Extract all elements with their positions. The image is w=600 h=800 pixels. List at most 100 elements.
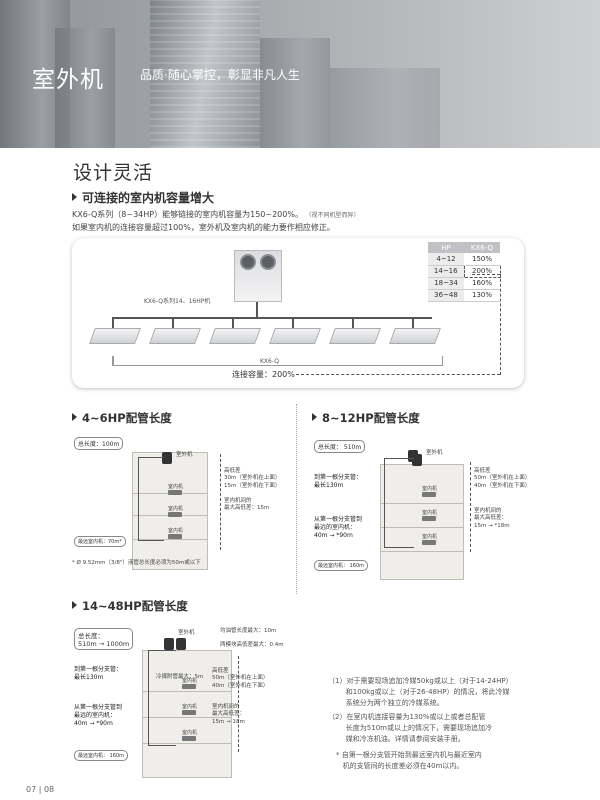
d2-title: 8~12HP配管长度 <box>312 410 420 426</box>
indoor-label: 室内机 <box>168 506 184 512</box>
branch-farthest: 从第一根分支管到 最远的室内机： 40m → *90m <box>314 516 363 540</box>
indoor-unit-icon <box>422 492 436 497</box>
indoor-label: 室内机 <box>182 678 198 684</box>
first-branch: 到第一根分支管： 最长130m <box>314 474 363 490</box>
capacity-diagram: KX6-Q系列14、16HP机 KX6-Q 连接容量：200% HP KX6-Q… <box>72 238 524 388</box>
bracket <box>112 365 442 366</box>
pipe <box>256 302 258 318</box>
farthest-unit: 最远室内机： 160m <box>314 560 369 571</box>
divider <box>296 404 297 594</box>
description-line-1: KX6-Q系列（8~34HP）能够链接的室内机容量为150~200%。 （视不同… <box>72 210 360 219</box>
indoor-unit-icon <box>182 736 196 741</box>
indoor-unit-image <box>149 328 201 344</box>
outdoor-unit-icon <box>162 452 172 464</box>
floor-line <box>381 527 463 528</box>
floor-line <box>143 743 231 744</box>
building-image <box>260 38 330 148</box>
table-cell: 18~34 <box>428 277 464 290</box>
page-number: 07 | 08 <box>26 785 55 794</box>
capacity-text: 连接容量：200% <box>232 370 295 379</box>
header-banner: 室外机 品质·随心掌控，彰显非凡人生 <box>0 0 600 148</box>
building-windows <box>150 0 260 148</box>
indoor-label: 室内机 <box>182 704 198 710</box>
triangle-bullet-icon <box>312 413 317 421</box>
indoor-unit-icon <box>182 710 196 715</box>
height-diff: 高低差 50m（室外机在上面） 40m（室外机在下面） <box>474 468 531 489</box>
height-arrow <box>220 454 221 550</box>
table-cell: 14~16 <box>428 265 464 278</box>
fan-icon <box>240 254 256 270</box>
table-cell: 150% <box>464 253 500 266</box>
table-cell: 160% <box>464 277 500 290</box>
description-line-2: 如果室内机的连接容量超过100%，室外机及室内机的能力要作相应修正。 <box>72 223 335 232</box>
d1-note: * Ø 9.52mm（3/8"）液管总长度必须为50m或以下 <box>72 560 201 566</box>
d1-title: 4~6HP配管长度 <box>72 410 172 426</box>
indoor-unit-image <box>329 328 381 344</box>
note-1: （1）对于需要现场追加冷媒50kg或以上（对于14-24HP） 和100kg或以… <box>328 677 513 708</box>
height-diff: 高低差 50m（室外机在上面） 40m（室外机在下面） <box>212 668 269 689</box>
total-length: 总长度：100m <box>74 437 124 450</box>
banner-title: 室外机 <box>32 67 104 93</box>
refrigerant-pipe: 冷媒附管最大：5m <box>156 674 204 680</box>
outdoor-unit-icon <box>164 638 174 650</box>
section-subtitle: 可连接的室内机容量增大 <box>72 189 214 206</box>
section-title: 设计灵活 <box>73 162 154 184</box>
indoor-unit-icon <box>168 512 182 517</box>
floor-line <box>381 503 463 504</box>
branch-farthest: 从第一根分支管到 最远的室内机： 40m → *90m <box>74 704 123 728</box>
outdoor-label: 室外机 <box>176 452 193 458</box>
farthest-unit: 最远室内机：70m* <box>74 536 126 547</box>
indoor-diff: 室内机间的 最大高低差：15m <box>224 498 270 512</box>
indoor-unit-icon <box>422 516 436 521</box>
indoor-label: 室内机 <box>168 484 184 490</box>
indoor-diff: 室内机间的 最大高低差： 15m → *18m <box>474 508 510 529</box>
height-arrow <box>238 656 239 752</box>
total-length: 总长度： 510m <box>314 440 366 453</box>
d3-title: 14~48HP配管长度 <box>72 598 188 614</box>
table-cell: 4~12 <box>428 253 464 266</box>
outdoor-label: 室外机 <box>426 450 443 456</box>
module-height: 两模块高低差最大：0.4m <box>220 642 284 648</box>
floor-line <box>133 539 207 540</box>
fan-icon <box>260 254 276 270</box>
triangle-bullet-icon <box>72 193 77 201</box>
dashed-arrow <box>296 374 500 375</box>
floor-line <box>143 717 231 718</box>
pipeline <box>384 458 414 548</box>
dashed-arrow <box>500 274 501 375</box>
height-arrow <box>470 462 471 552</box>
farthest-unit: 最远室内机： 160m <box>74 750 129 761</box>
system-label: KX6-Q <box>260 358 279 365</box>
building <box>380 464 464 580</box>
unit-label: KX6-Q系列14、16HP机 <box>144 298 211 305</box>
outdoor-unit-icon <box>412 454 422 466</box>
pipe <box>112 317 114 329</box>
indoor-diff: 室内机间的 最大高低差： 15m → 18m <box>212 704 246 725</box>
outdoor-unit-image <box>234 250 282 302</box>
triangle-bullet-icon <box>72 413 77 421</box>
table-cell: 200% <box>463 264 501 278</box>
d1-diagram: 总长度：100m 室外机 室内机 室内机 室内机 高低差 30m（室外机在上面）… <box>72 432 294 572</box>
indoor-label: 室内机 <box>422 486 438 492</box>
banner-slogan: 品质·随心掌控，彰显非凡人生 <box>140 68 300 82</box>
pipe <box>172 317 174 329</box>
height-diff: 高低差 30m（室外机在上面） 15m（室外机在下面） <box>224 468 281 489</box>
indoor-unit-icon <box>168 490 182 495</box>
table-cell: 36~48 <box>428 289 464 302</box>
indoor-unit-image <box>269 328 321 344</box>
outdoor-unit-icon <box>176 638 186 650</box>
indoor-unit-image <box>89 328 141 344</box>
indoor-unit-image <box>209 328 261 344</box>
outdoor-label: 室外机 <box>178 630 195 636</box>
pipe <box>112 317 432 319</box>
indoor-unit-icon <box>168 534 182 539</box>
pipeline <box>148 650 176 746</box>
pipeline <box>138 457 164 541</box>
indoor-label: 室内机 <box>422 510 438 516</box>
bracket <box>112 356 114 366</box>
indoor-unit-image <box>389 328 441 344</box>
floor-line <box>143 691 231 692</box>
